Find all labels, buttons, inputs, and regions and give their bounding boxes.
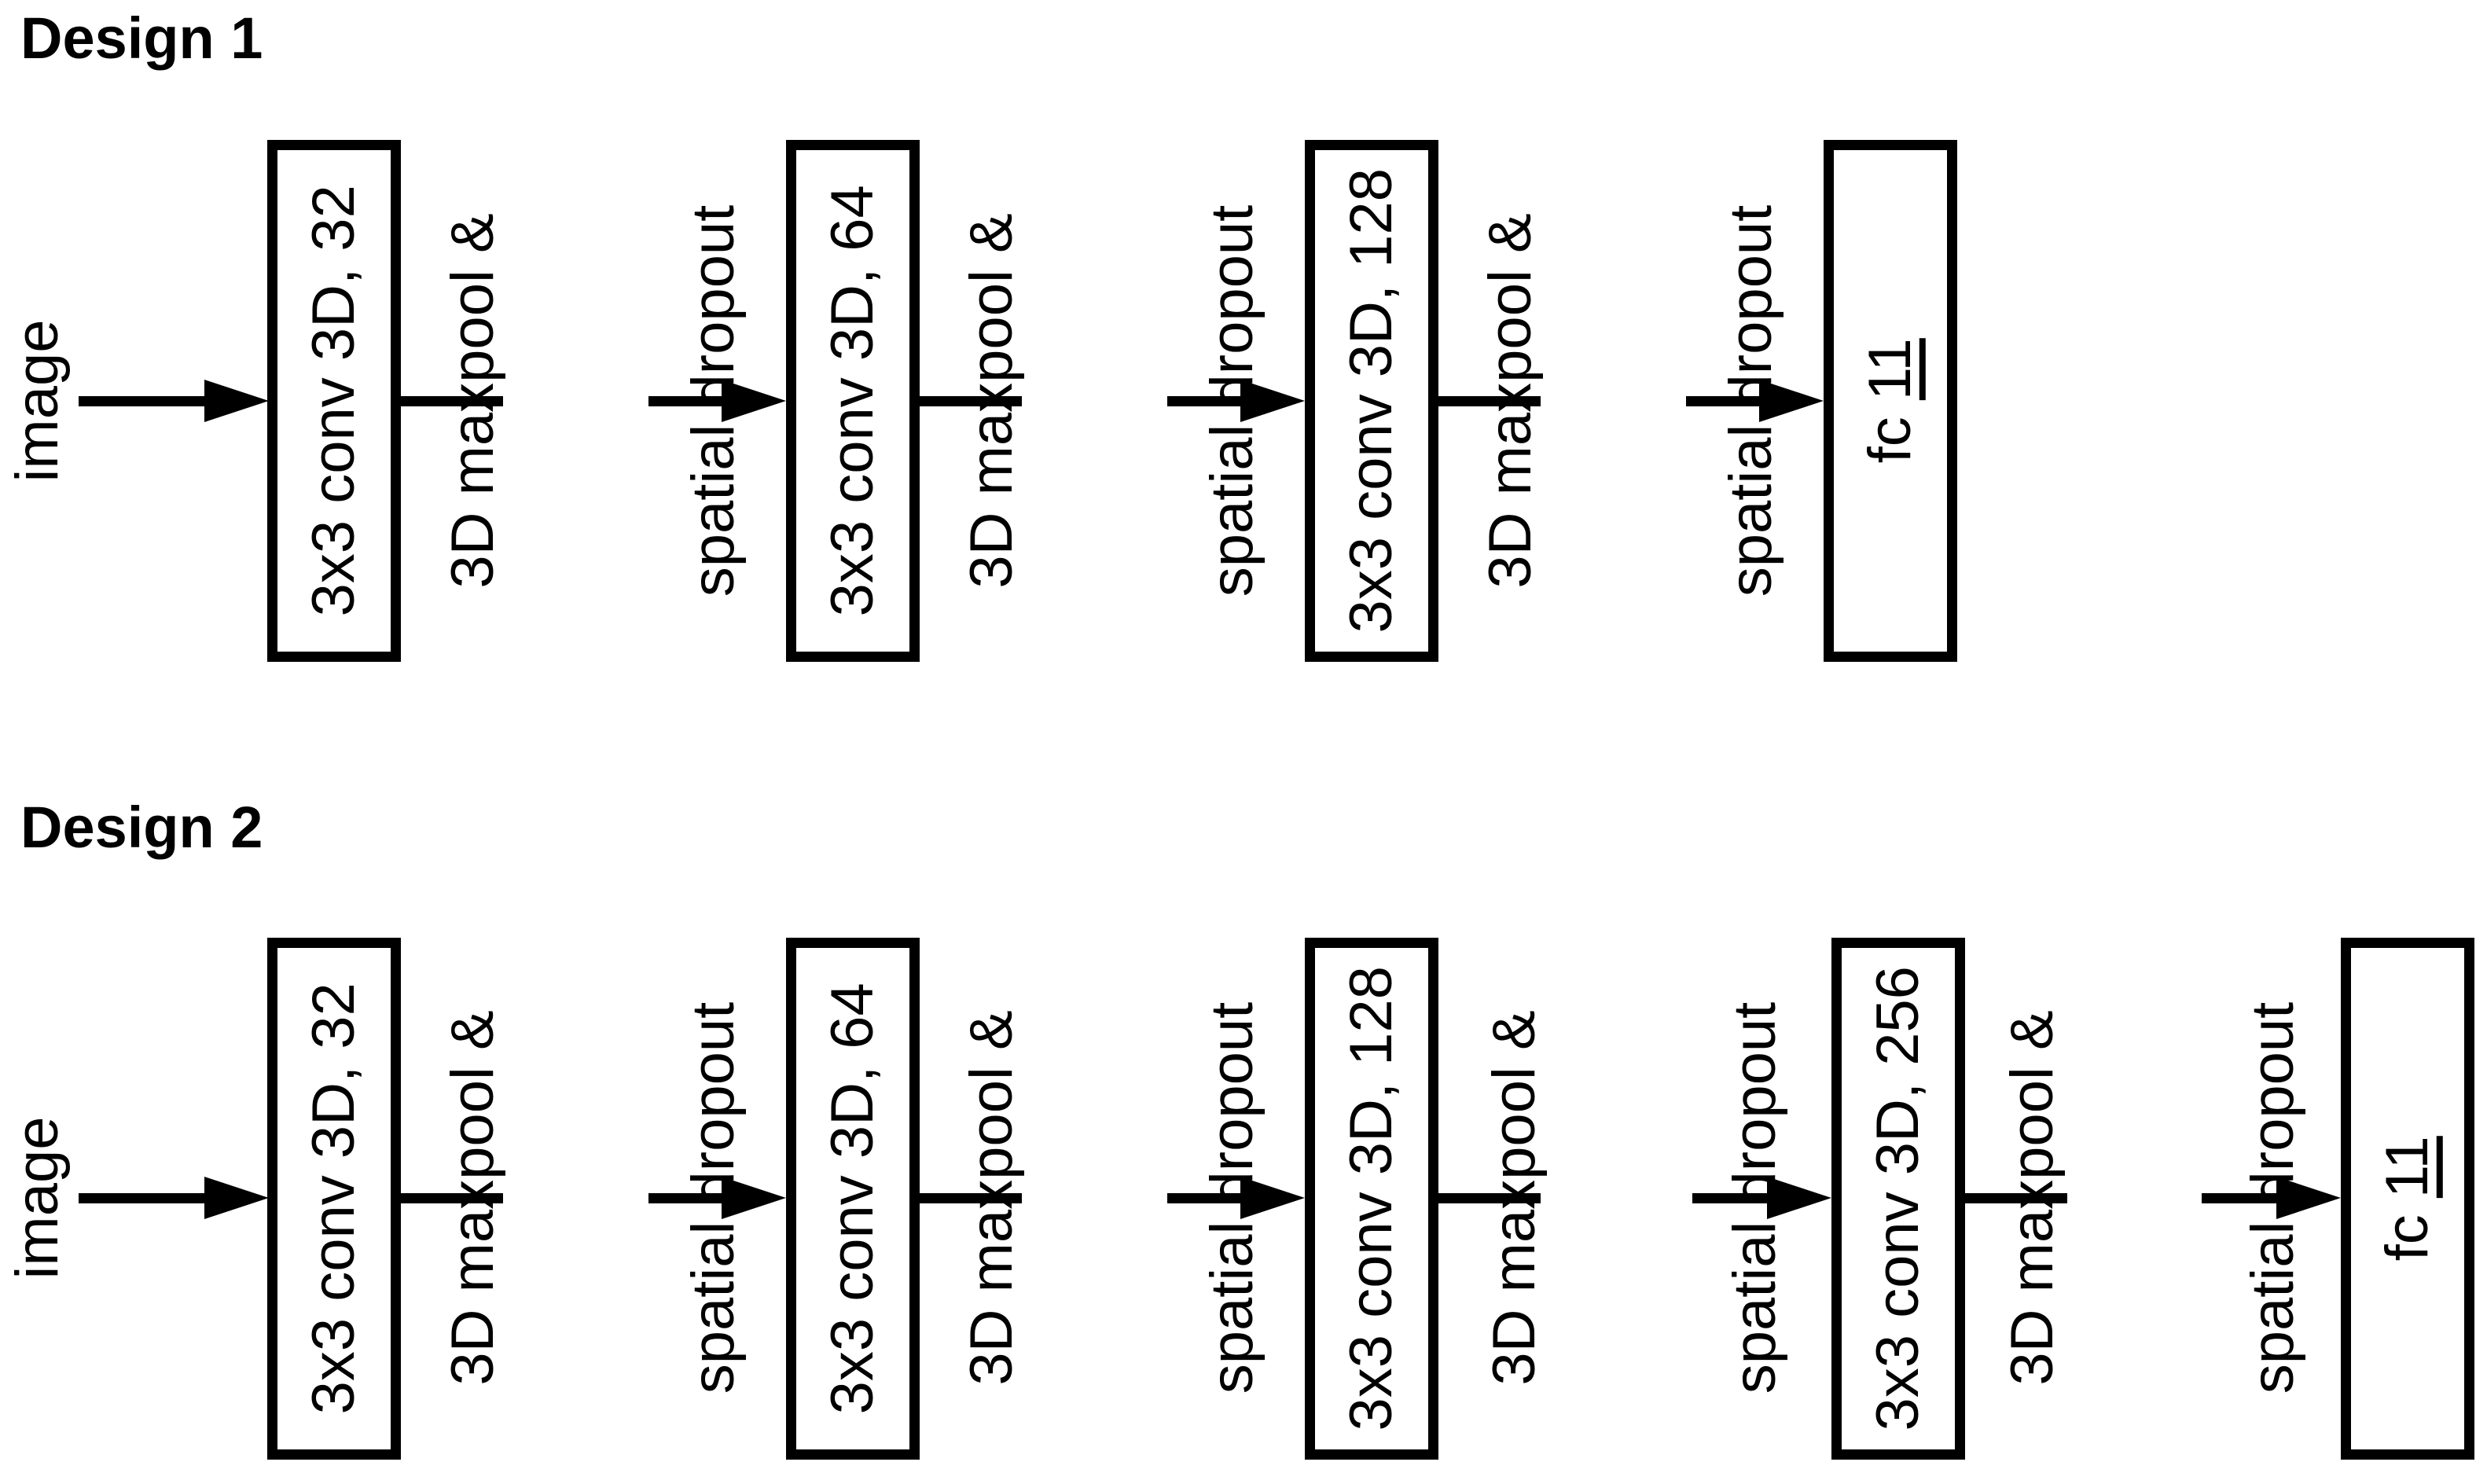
design2-conv4-box: 3x3 conv 3D, 256	[1831, 938, 1965, 1460]
design2-connector1-line	[401, 1193, 503, 1203]
design1-arrow4-head	[1759, 380, 1824, 422]
design1-arrow3-line	[1167, 396, 1244, 406]
design2-fc-label: fc 11	[2374, 1136, 2441, 1262]
design1-input-label: image	[4, 319, 71, 483]
design2-arrow5-line	[2202, 1193, 2279, 1203]
design1-connector1-line	[401, 396, 503, 406]
design1-conv1-box: 3x3 conv 3D, 32	[267, 140, 401, 662]
design1-conv2-box: 3x3 conv 3D, 64	[786, 140, 920, 662]
design1-conv3-box: 3x3 conv 3D, 128	[1305, 140, 1438, 662]
design2-connector3-line	[1438, 1193, 1541, 1203]
design2-fc-box: fc 11	[2341, 938, 2474, 1460]
design1-fc-label: fc 11	[1857, 338, 1924, 464]
design1-arrow4-line	[1686, 396, 1762, 406]
design2-arrow3-line	[1167, 1193, 1244, 1203]
design2-arrow4-line	[1692, 1193, 1770, 1203]
design1-arrow3-head	[1240, 380, 1305, 422]
design2-title: Design 2	[20, 795, 263, 860]
design2-arrow1-head	[204, 1177, 269, 1219]
design2-conv3-box: 3x3 conv 3D, 128	[1305, 938, 1438, 1460]
design1-arrow2-head	[722, 380, 786, 422]
design2-arrow5-head	[2276, 1177, 2341, 1219]
design2-conv2-box: 3x3 conv 3D, 64	[786, 938, 920, 1460]
design2-connector4-line	[1965, 1193, 2067, 1203]
design1-arrow2-line	[648, 396, 725, 406]
design1-arrow1-line	[79, 396, 206, 406]
design2-arrow2-head	[722, 1177, 786, 1219]
design2-conv1-box: 3x3 conv 3D, 32	[267, 938, 401, 1460]
design2-connector2-line	[920, 1193, 1022, 1203]
design1-fc-box: fc 11	[1824, 140, 1957, 662]
design2-arrow3-head	[1240, 1177, 1305, 1219]
design2-arrow1-line	[79, 1193, 206, 1203]
design1-title: Design 1	[20, 6, 263, 71]
design1-connector3-line	[1438, 396, 1541, 406]
design2-arrow2-line	[648, 1193, 725, 1203]
design2-arrow4-head	[1767, 1177, 1831, 1219]
design1-connector2-line	[920, 396, 1022, 406]
design1-arrow1-head	[204, 380, 269, 422]
design2-input-label: image	[4, 1116, 71, 1280]
